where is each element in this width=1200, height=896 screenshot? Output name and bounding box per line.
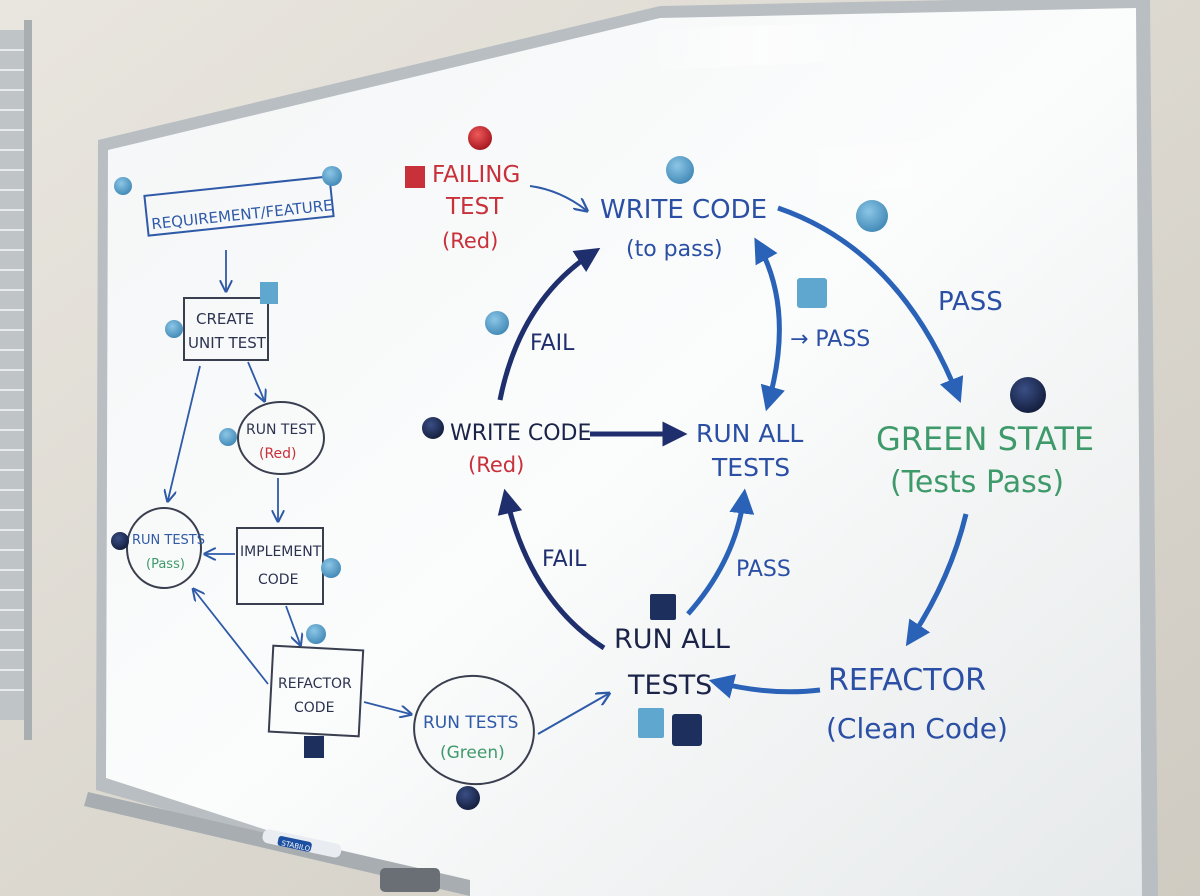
magnet-dark [1010, 377, 1046, 413]
failing-test-label-1: FAILING [432, 162, 520, 188]
run-all-bottom-sub: TESTS [627, 670, 712, 701]
failing-test-label-2: TEST [445, 194, 504, 220]
refactor-label-2: CODE [294, 700, 334, 716]
arrow-to-run-tests-green [363, 701, 410, 714]
pass-inner-right-label: → PASS [790, 327, 870, 352]
magnet-red [468, 126, 492, 150]
pass-outer-label: PASS [938, 287, 1003, 317]
arrow-fail-down [497, 488, 606, 651]
failing-test-label-3: (Red) [442, 229, 498, 253]
magnet-light [856, 200, 888, 232]
arrow-failing-to-write [529, 185, 586, 210]
refactor-box [267, 644, 365, 738]
write-code-top-sub: (to pass) [626, 237, 723, 262]
create-test-box [183, 297, 269, 361]
magnet-light [114, 177, 132, 195]
magnet-light [306, 624, 326, 644]
magnet-light-square [797, 278, 827, 308]
fail-upper-label: FAIL [530, 331, 575, 356]
magnet-light [322, 166, 342, 186]
write-code-red-sub: (Red) [468, 453, 524, 477]
arrow-to-refactor [285, 605, 300, 644]
arrow-green-to-refactor [905, 513, 969, 647]
run-tests-green-bubble [413, 674, 535, 786]
run-tests-green-status: (Green) [440, 743, 505, 763]
pass-inner-lower-label: PASS [736, 557, 791, 582]
write-code-red-label: WRITE CODE [450, 421, 591, 446]
run-tests-pass-status: (Pass) [146, 557, 185, 572]
arrow-fail-up [497, 247, 601, 401]
run-all-center-label: RUN ALL [696, 419, 803, 448]
run-tests-green-label: RUN TESTS [423, 713, 518, 733]
green-state-sub: (Tests Pass) [890, 465, 1064, 500]
magnet-light-square [260, 282, 278, 304]
green-state-label: GREEN STATE [876, 420, 1094, 458]
magnet-red-square [405, 166, 425, 188]
run-test-red-bubble [237, 401, 325, 475]
run-all-center-sub: TESTS [711, 453, 790, 482]
arrow-back-to-pass [194, 590, 269, 685]
magnet-dark-square [672, 714, 702, 746]
run-all-bottom-label: RUN ALL [614, 624, 730, 655]
fail-lower-label: FAIL [542, 547, 587, 572]
magnet-light [321, 558, 341, 578]
magnet-dark-square [304, 736, 324, 758]
magnet-light [485, 311, 509, 335]
eraser [380, 868, 440, 892]
create-test-label-1: CREATE [196, 310, 254, 328]
magnet-dark-square [650, 594, 676, 620]
magnet-light [165, 320, 183, 338]
light-glare [640, 22, 880, 70]
arrow-to-run-all-bottom [537, 694, 608, 735]
run-tests-pass-label: RUN TESTS [132, 533, 205, 548]
arrow-to-run-tests-pass [168, 365, 201, 500]
refactor-sub: (Clean Code) [826, 712, 1008, 745]
light-glare [790, 140, 960, 195]
run-test-label: RUN TEST [246, 422, 316, 438]
magnet-light [666, 156, 694, 184]
arrow-write-run-double [754, 237, 785, 412]
create-test-label-2: UNIT TEST [188, 334, 267, 352]
tdd-cycle: FAILING TEST (Red) WRITE CODE (to pass) … [432, 162, 1094, 745]
arrow-refactor-to-run-all [708, 674, 821, 699]
run-test-red-label: (Red) [259, 446, 297, 462]
magnet-dark [422, 417, 444, 439]
arrow-to-run-test [247, 361, 264, 400]
window-blinds [0, 20, 32, 740]
arrow-pass-to-green [777, 205, 964, 403]
magnet-dark [111, 532, 129, 550]
arrow-pass-up [686, 488, 755, 616]
refactor-label-1: REFACTOR [278, 676, 352, 692]
implement-label-2: CODE [258, 572, 298, 588]
implement-label-1: IMPLEMENT [240, 544, 322, 560]
magnet-light [219, 428, 237, 446]
write-code-top-label: WRITE CODE [600, 195, 767, 225]
magnet-dark [456, 786, 480, 810]
run-tests-pass-bubble [126, 507, 202, 589]
whiteboard-surface [106, 8, 1142, 896]
magnet-light-square [638, 708, 664, 738]
magnets [111, 126, 1046, 810]
requirement-box [143, 175, 335, 237]
refactor-label: REFACTOR [828, 663, 986, 698]
